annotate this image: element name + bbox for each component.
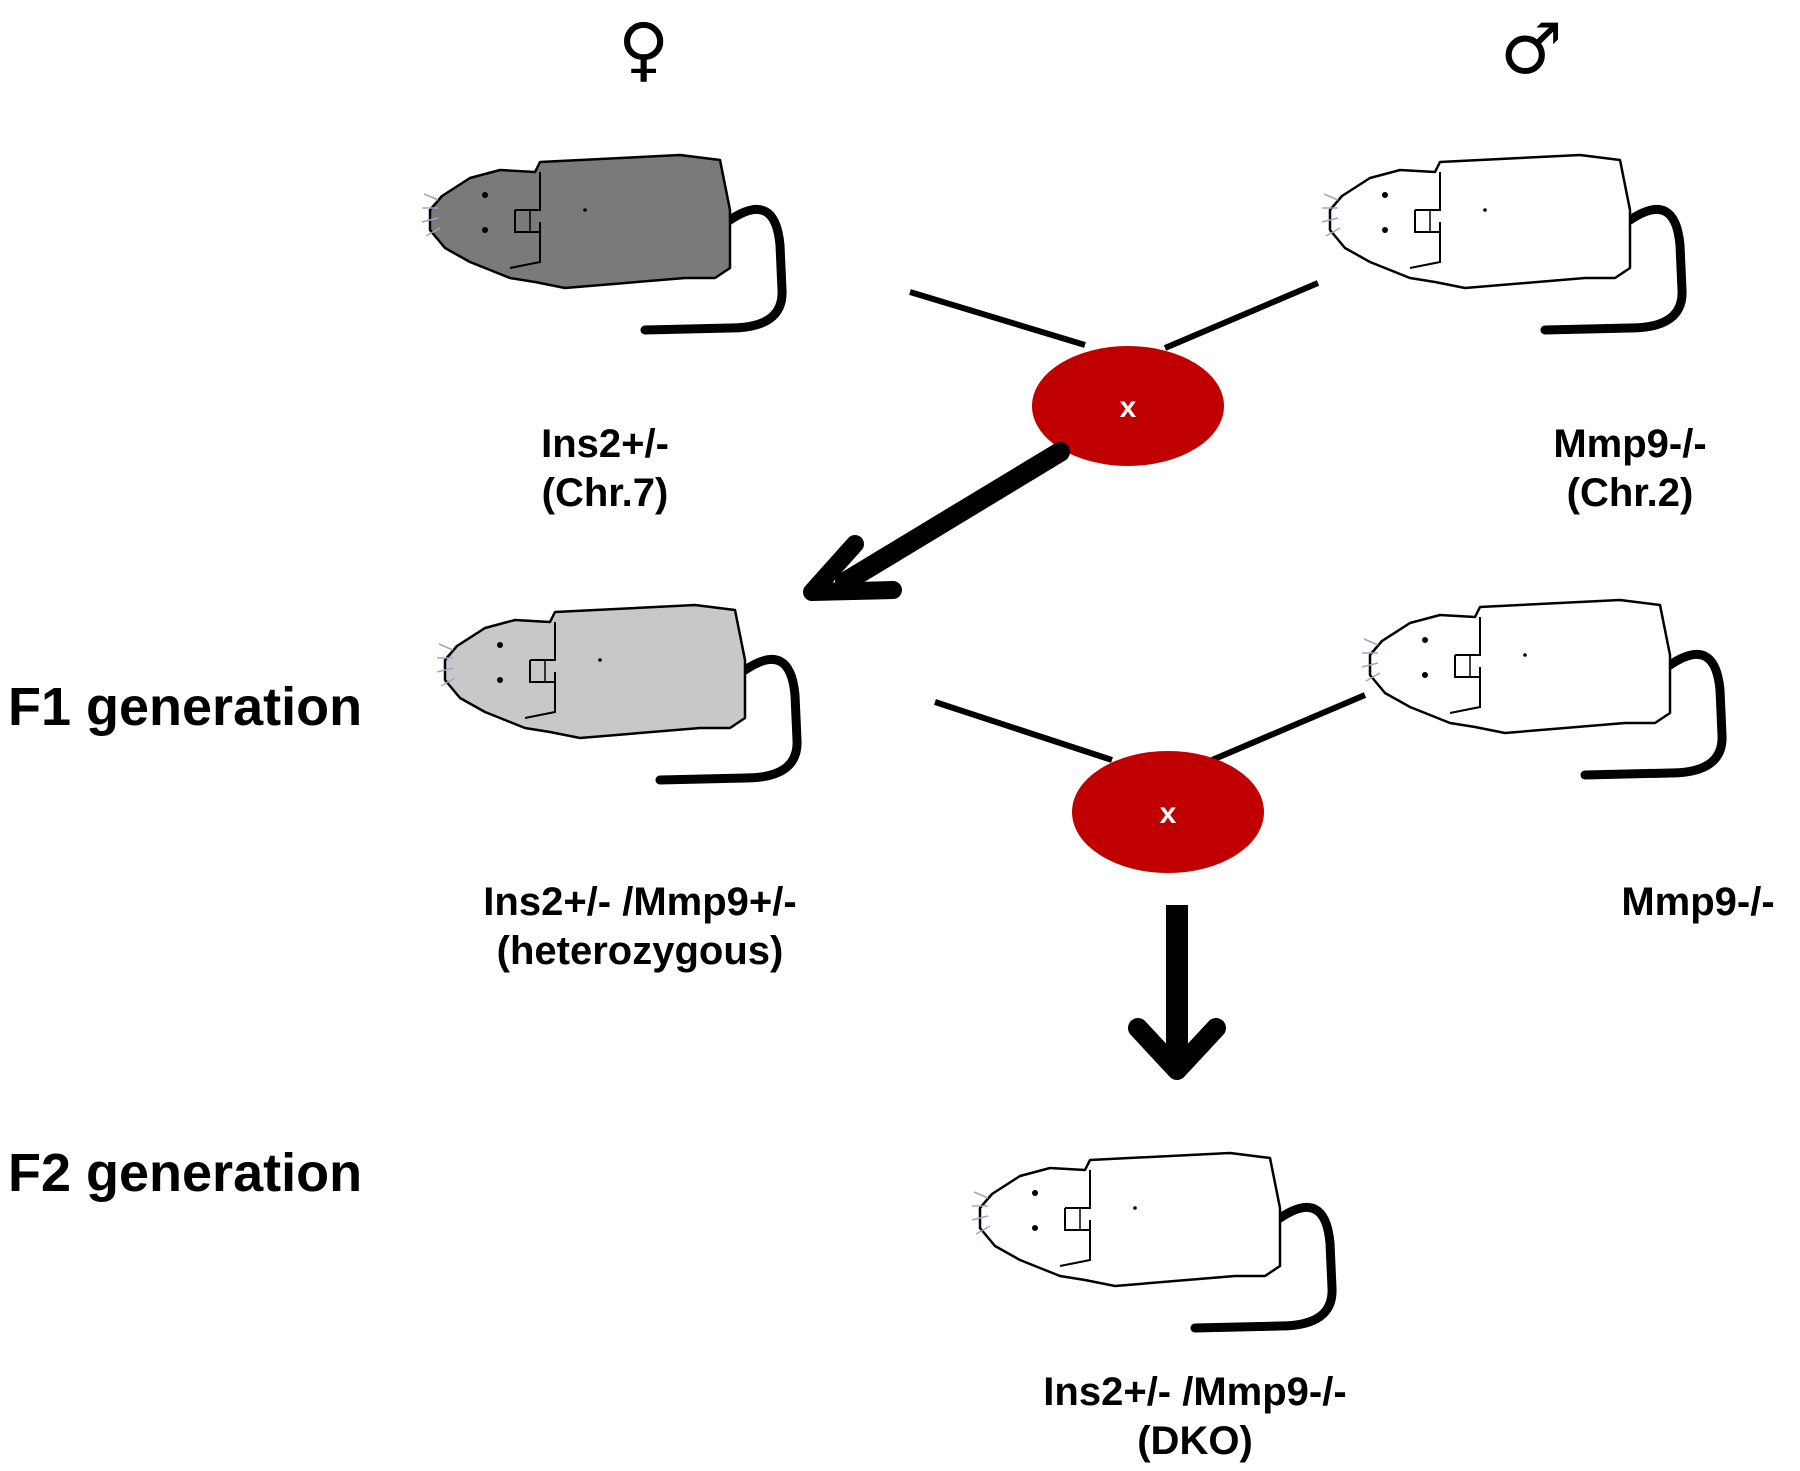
cross-node-2: [1072, 751, 1264, 873]
cross-symbol-1: x: [1120, 391, 1137, 424]
connector-line: [909, 289, 1086, 348]
mouse-f2-offspring: [972, 1153, 1332, 1328]
male-parent-chromosome: (Chr.2): [1566, 470, 1694, 515]
f1-mate-label: Mmp9-/-: [1598, 878, 1798, 927]
female-parent-chromosome: (Chr.7): [541, 470, 669, 515]
mouse-male-parent: [1322, 155, 1682, 330]
connector-line: [1163, 280, 1320, 351]
male-symbol-icon: ♂: [1500, 8, 1563, 90]
f1-generation-label: F1 generation: [8, 677, 363, 737]
f1-offspring-label: Ins2+/- /Mmp9+/- (heterozygous): [430, 878, 850, 976]
f1-offspring-note: (heterozygous): [496, 928, 784, 973]
female-parent-genotype: Ins2+/-: [541, 422, 669, 466]
f1-offspring-genotype: Ins2+/- /Mmp9+/-: [483, 880, 797, 924]
f2-offspring-genotype: Ins2+/- /Mmp9-/-: [1043, 1370, 1347, 1414]
female-parent-label: Ins2+/- (Chr.7): [480, 420, 730, 518]
f1-mate-genotype: Mmp9-/-: [1621, 880, 1775, 924]
mouse-f1-offspring: [437, 605, 797, 780]
connector-line: [934, 699, 1113, 763]
mouse-f1-mate: [1362, 600, 1722, 775]
female-symbol-icon: ♀: [618, 8, 670, 90]
f2-offspring-note: (DKO): [1137, 1418, 1253, 1463]
mouse-female-parent: [422, 155, 782, 330]
cross-symbol-2: x: [1160, 797, 1177, 830]
arrow-to-f1: [803, 442, 1070, 601]
connector-line: [1210, 692, 1367, 763]
male-parent-label: Mmp9-/- (Chr.2): [1500, 420, 1760, 518]
f2-offspring-label: Ins2+/- /Mmp9-/- (DKO): [1005, 1368, 1385, 1466]
arrow-to-f2: [1128, 905, 1226, 1080]
male-parent-genotype: Mmp9-/-: [1553, 422, 1707, 466]
f2-generation-label: F2 generation: [8, 1143, 363, 1203]
cross-node-1: [1032, 346, 1224, 466]
